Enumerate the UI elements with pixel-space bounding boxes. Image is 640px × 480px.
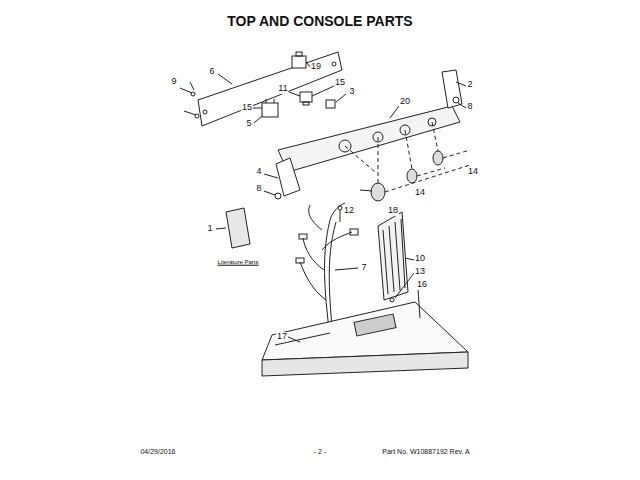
illustration-line [254,116,262,123]
illustration-line [275,193,281,199]
illustration-line [395,222,400,290]
illustration-line [432,122,438,151]
illustration-line [401,219,405,288]
callout-number: 14 [467,167,479,177]
illustration-line [383,230,388,294]
illustration-line [458,103,466,108]
illustration-line [262,352,468,376]
callout-number: 10 [414,254,426,264]
illustration-line [288,337,300,342]
illustration-line [195,114,199,118]
illustration-line [453,97,459,103]
illustration-line [300,262,326,300]
illustration-line [264,191,275,195]
callout-number: 16 [416,280,428,290]
illustration-line [385,165,470,192]
illustration-line [253,108,262,109]
illustration-line [226,208,250,248]
illustration-line [322,232,352,250]
illustration-line [184,111,196,115]
illustration-line [274,99,275,103]
illustration-line [345,122,470,192]
callout-number: 1 [206,224,213,234]
illustration-line [335,268,358,270]
literature-label: Literature Parts [216,259,259,266]
illustration-line [417,168,445,176]
callout-number: 3 [348,87,355,97]
callout-number: 14 [414,188,426,198]
callout-number: 15 [334,78,346,88]
illustration-line [390,298,394,302]
illustration-line [275,333,330,345]
illustration-line [407,169,417,183]
illustration-line [180,88,192,93]
illustration-line [216,228,226,229]
illustration-line [326,100,335,108]
footer-text: - 2 - [313,448,327,456]
callout-number: 19 [310,62,322,72]
callout-number: 4 [255,167,262,177]
illustration-line [203,110,207,114]
illustration-line [418,289,420,318]
illustration-line [296,52,302,56]
callout-number: 12 [343,206,355,216]
illustration-line [262,103,278,117]
illustration-line [390,106,399,118]
illustration-line [262,302,468,360]
callout-number: 7 [360,263,367,273]
illustration-line [360,190,372,191]
illustration-line [405,130,412,169]
callout-number: 2 [466,80,473,90]
illustration-line [198,52,342,126]
illustration-line [276,158,300,196]
footer-text: Part No. W10887192 Rev. A [381,448,470,456]
page-title: TOP AND CONSOLE PARTS [227,14,412,29]
illustration-line [264,174,278,178]
illustration-line [405,258,414,260]
illustration-line [336,94,346,102]
illustration-line [300,92,312,102]
illustration-line [371,183,385,201]
illustration-line [345,146,375,172]
illustration-line [378,137,379,183]
illustration-line [389,226,394,292]
illustration-line [190,82,194,90]
illustration-line [340,210,341,222]
illustration-line [303,238,324,270]
illustration-line [191,92,195,96]
callout-number: 9 [170,77,177,87]
callout-number: 20 [399,97,411,107]
callout-number: 13 [414,267,426,277]
illustration-line [278,106,460,172]
illustration-line [312,86,334,96]
footer-text: 04/29/2016 [139,448,176,456]
illustration-line [442,70,462,108]
callout-number: 5 [245,119,252,129]
illustration-line [433,151,443,165]
illustration-line [180,52,470,376]
illustration-line [443,150,470,158]
illustration-line [309,205,322,230]
illustration-line [299,234,307,239]
illustration-line [289,92,300,96]
illustration-line [332,62,336,66]
illustration-line [266,99,267,103]
illustration-line [303,102,309,105]
illustration-line [292,56,306,68]
illustration-line [456,82,466,86]
callout-number: 11 [277,84,288,94]
callout-number: 6 [208,67,215,77]
callout-number: 15 [241,103,253,113]
callout-number: 8 [466,102,473,112]
callout-number: 18 [387,206,399,216]
callout-number: 8 [255,184,262,194]
callout-number: 17 [276,332,288,342]
illustration-line [350,229,358,235]
illustration-line [395,273,414,298]
illustration-line [296,258,304,263]
illustration-line [218,74,232,84]
illustration-line [354,314,396,336]
